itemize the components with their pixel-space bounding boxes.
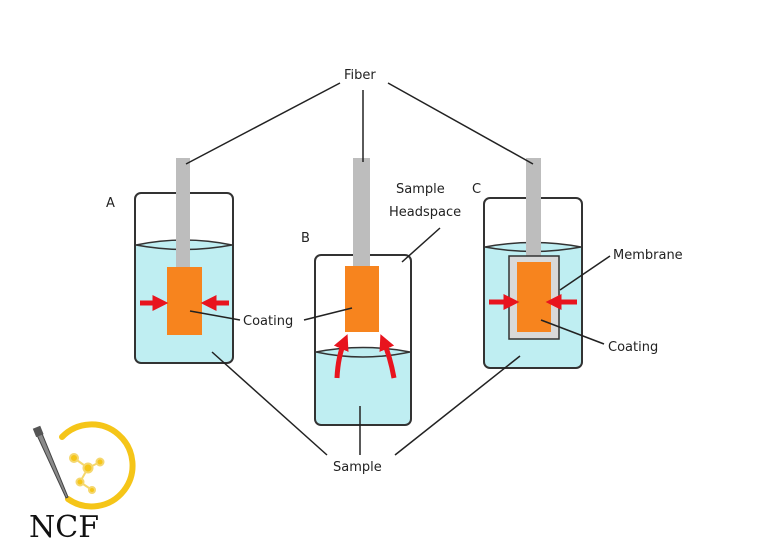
vial-a-liquid-surface [135, 239, 233, 251]
vial-b-fiber [353, 158, 370, 268]
fiber-leader-c [387, 82, 534, 165]
panel-c-label: C [472, 182, 481, 197]
sample-label: Sample [333, 460, 382, 475]
vial-a-coating [167, 267, 202, 335]
molecule-icon [69, 453, 105, 494]
panel-a-label: A [106, 196, 115, 211]
syringe-needle-icon [32, 425, 69, 499]
coating-leader-a [189, 310, 241, 321]
vial-b-arrow-right [379, 334, 397, 379]
vial-b-coating [345, 266, 379, 332]
fiber-label: Fiber [344, 68, 376, 83]
sample-leader-a [211, 351, 328, 456]
fiber-leader-a [185, 82, 341, 165]
sample-headspace-label-line2: Headspace [389, 205, 461, 220]
vial-b-arrow-left [333, 334, 349, 379]
coating-leader-b [303, 307, 353, 321]
leader-lines [185, 82, 611, 456]
sample-headspace-label-line1: Sample [396, 182, 445, 197]
ncf-logo: NCF [29, 421, 136, 545]
sample-leader-c [394, 355, 521, 456]
panel-b-label: B [301, 231, 310, 246]
vial-c [483, 158, 583, 369]
membrane-label: Membrane [613, 248, 683, 263]
vial-c-liquid-surface [484, 241, 582, 253]
vial-a [134, 158, 234, 364]
headspace-leader [401, 227, 441, 263]
vial-b-liquid [316, 347, 410, 424]
logo-text: NCF [29, 510, 99, 545]
logo-ring [59, 421, 136, 510]
vial-c-coating [517, 262, 551, 332]
vial-a-fiber [176, 158, 190, 268]
vial-c-fiber [526, 158, 541, 258]
vial-b [314, 158, 412, 426]
coating-label-right: Coating [608, 340, 658, 355]
coating-leader-c [540, 319, 605, 345]
membrane-leader [559, 255, 611, 291]
coating-label-left: Coating [243, 314, 293, 329]
